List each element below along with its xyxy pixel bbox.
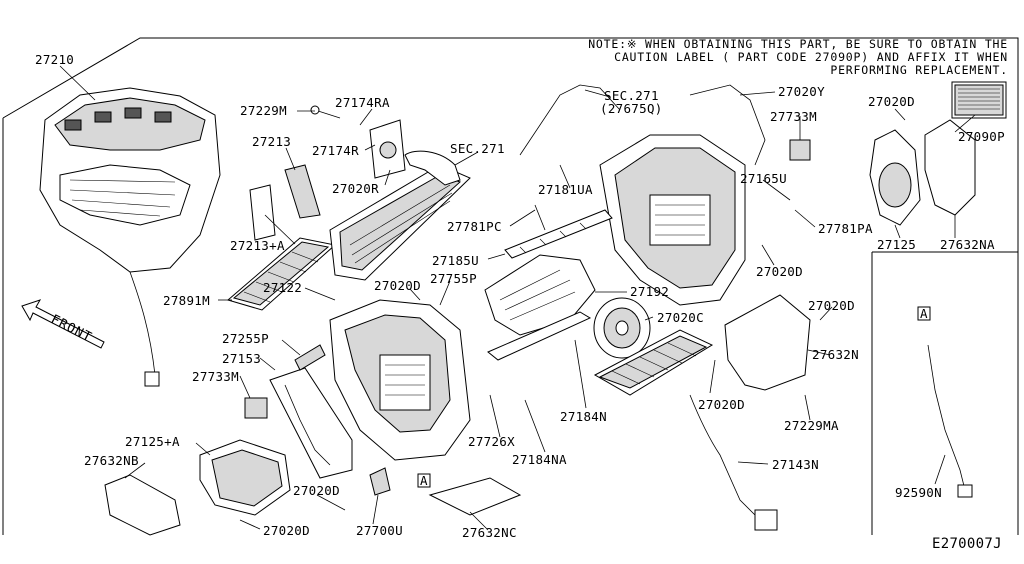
label-27632nb: 27632NB	[84, 453, 139, 468]
motor-27020r-icon	[369, 119, 406, 179]
label-27020d-top-right: 27020D	[868, 94, 915, 109]
label-27125: 27125	[877, 237, 916, 252]
front-direction-arrow-icon	[21, 299, 105, 349]
note-line-1: NOTE:※ WHEN OBTAINING THIS PART, BE SURE…	[588, 37, 1008, 51]
ref-marker-a-right: A	[917, 306, 931, 321]
actuator-27125a-icon	[199, 439, 291, 516]
svg-text:A: A	[920, 306, 928, 321]
bolt-27229m-icon	[310, 105, 341, 119]
evaporator-27143n-icon	[593, 329, 778, 531]
label-27192: 27192	[630, 284, 669, 299]
label-27125a: 27125+A	[125, 434, 180, 449]
sensor-27733m-icon	[244, 397, 268, 419]
label-27184na: 27184NA	[512, 452, 567, 467]
note-line-2: CAUTION LABEL ( PART CODE 27090P) AND AF…	[614, 50, 1008, 64]
bracket-27632nb-icon	[104, 474, 181, 536]
label-27213: 27213	[252, 134, 291, 149]
note-line-3: PERFORMING REPLACEMENT.	[830, 63, 1008, 77]
label-27153: 27153	[222, 351, 261, 366]
label-27165u: 27165U	[740, 171, 787, 186]
label-27174r: 27174R	[312, 143, 359, 158]
heater-cooling-unit-assy-27210-icon	[39, 87, 221, 387]
label-27675q: (27675Q)	[600, 101, 663, 116]
caution-label-27090p-icon	[951, 81, 1007, 119]
label-27020c: 27020C	[657, 310, 704, 325]
unit-case-27122-icon	[329, 299, 471, 461]
label-27781pc: 27781PC	[447, 219, 502, 234]
label-27755p: 27755P	[430, 271, 477, 286]
label-27781pa: 27781PA	[818, 221, 873, 236]
label-27726x: 27726X	[468, 434, 515, 449]
label-27891m: 27891M	[163, 293, 210, 308]
label-27700u: 27700U	[356, 523, 403, 538]
label-27632n: 27632N	[812, 347, 859, 362]
front-label: FRONT	[48, 312, 94, 345]
intake-case-27181ua-icon	[599, 134, 746, 306]
bracket-27213a-icon	[249, 184, 276, 241]
diagram-code: E270007J	[932, 536, 1002, 552]
label-27143n: 27143N	[772, 457, 819, 472]
sensor-27700u-icon	[369, 467, 391, 496]
label-sec271-top: SEC.271	[604, 88, 659, 103]
bracket-27632n-icon	[724, 294, 811, 391]
heater-core-27184n-icon	[487, 311, 592, 361]
wiring-harness-27153-icon	[269, 367, 353, 479]
label-27020y: 27020Y	[778, 84, 825, 99]
drain-hose-92590n-icon	[927, 344, 973, 498]
label-27020d-right: 27020D	[808, 298, 855, 313]
air-filter-27891m-icon	[226, 237, 337, 311]
label-27229ma: 27229MA	[784, 418, 839, 433]
label-27020d-lower-center: 27020D	[698, 397, 745, 412]
leader-lines	[59, 65, 976, 531]
label-sec271-left: SEC.271	[450, 141, 505, 156]
label-27733m-top: 27733M	[770, 109, 817, 124]
label-27733m-left: 27733M	[192, 369, 239, 384]
label-27020d-bottom-center: 27020D	[293, 483, 340, 498]
blower-motor-27020c-icon	[593, 297, 651, 359]
label-27020d-center: 27020D	[374, 278, 421, 293]
sensor-27733m-top-icon	[789, 139, 811, 161]
label-27229m: 27229M	[240, 103, 287, 118]
label-27184n: 27184N	[560, 409, 607, 424]
label-27020d-bottom-left: 27020D	[263, 523, 310, 538]
grille-27255p-icon	[294, 344, 326, 371]
diagram-frame	[2, 37, 1019, 535]
harness-27020y-icon	[689, 84, 766, 166]
evaporator-27185u-icon	[504, 209, 613, 259]
label-27185u: 27185U	[432, 253, 479, 268]
bracket-27632nc-icon	[428, 477, 522, 516]
cover-27632na-icon	[924, 119, 976, 216]
ref-marker-a-left: A	[417, 473, 431, 488]
label-92590n: 92590N	[895, 485, 942, 500]
label-27632na: 27632NA	[940, 237, 995, 252]
label-27020d-mid-right: 27020D	[756, 264, 803, 279]
label-27122: 27122	[263, 280, 302, 295]
link-27781pc-icon	[534, 204, 546, 231]
refrigerant-pipe-icon	[519, 84, 621, 156]
svg-text:A: A	[420, 473, 428, 488]
label-27174ra: 27174RA	[335, 95, 390, 110]
label-27632nc: 27632NC	[462, 525, 517, 540]
heater-core-27020r-icon	[329, 150, 471, 281]
actuator-27125-icon	[869, 129, 921, 226]
label-27181ua: 27181UA	[538, 182, 593, 197]
duct-27213-icon	[284, 164, 321, 219]
label-27255p: 27255P	[222, 331, 269, 346]
blower-case-27192-icon	[484, 254, 596, 336]
label-27020r: 27020R	[332, 181, 379, 196]
label-27213a: 27213+A	[230, 238, 285, 253]
label-27090p: 27090P	[958, 129, 1005, 144]
label-27210: 27210	[35, 52, 74, 67]
